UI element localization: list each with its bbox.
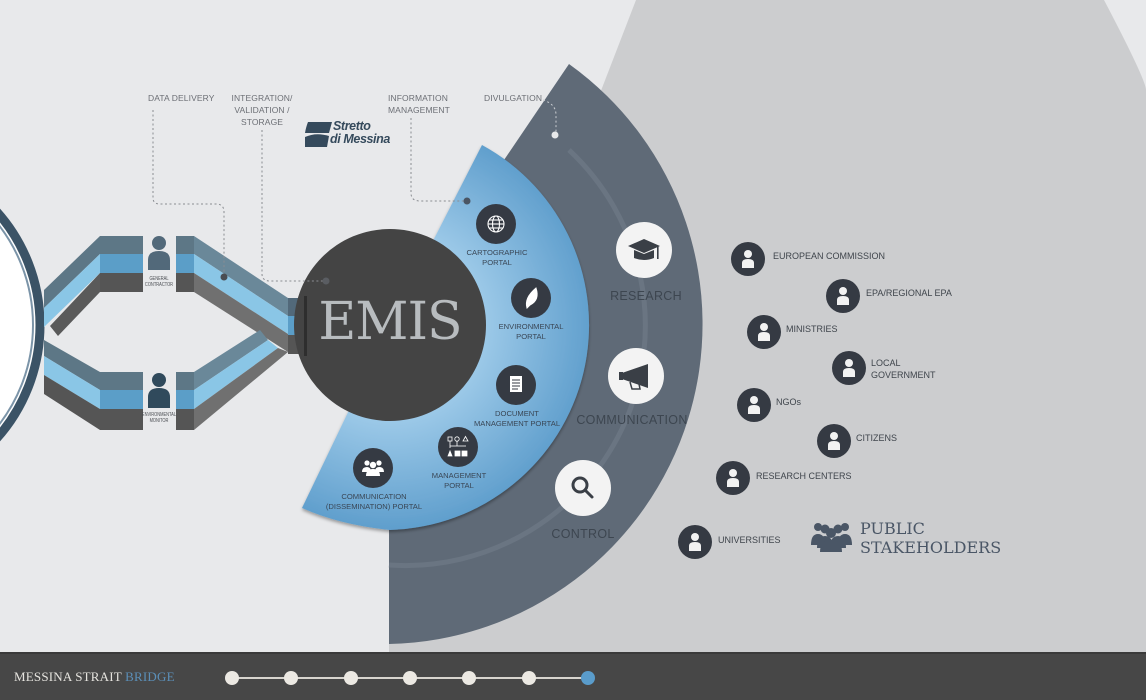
leaf-icon [525,287,538,309]
portal-label-line1: ENVIRONMENTAL [498,322,564,331]
general-contractor-icon [148,236,170,270]
stakeholder-ngos[interactable]: NGOs [776,397,802,407]
timeline-step[interactable] [580,671,595,685]
environmental-monitor-label: ENVIRONMENTAL MONITOR [142,412,176,424]
diagram-canvas [0,0,1146,652]
public-stakeholders-line1: PUBLIC [860,519,925,538]
integration-label-line1: INTEGRATION/ [231,93,293,103]
emis-core[interactable] [294,229,486,421]
integration-label-line3: STORAGE [240,117,284,127]
stakeholder-icons [678,242,866,559]
magnifier-icon [571,476,594,499]
diagram-stage: DATA DELIVERY INTEGRATION/ VALIDATION / … [0,0,1146,652]
information-label-line1: INFORMATION [388,93,448,103]
emis-title: EMIS [318,292,462,352]
portal-communication[interactable]: COMMUNICATION (DISSEMINATION) PORTAL [326,492,422,512]
document-icon [510,376,522,392]
stakeholder-european-commission[interactable]: EUROPEAN COMMISSION [773,251,886,261]
general-contractor-label: GENERAL CONTRACTOR [145,276,173,288]
person-icon [826,279,860,313]
timeline-step[interactable] [343,671,358,685]
person-icon [731,242,765,276]
person-icon [817,424,851,458]
stakeholder-local-government[interactable]: LOCAL GOVERNMENT [871,357,936,381]
stakeholder-research-centers[interactable]: RESEARCH CENTERS [756,471,852,481]
general-contractor-line1: GENERAL [149,276,169,282]
logo-line1: Stretto [333,119,371,133]
integration-label: INTEGRATION/ VALIDATION / STORAGE [228,92,296,128]
timeline-step[interactable] [225,671,239,685]
portal-cartographic[interactable]: CARTOGRAPHIC PORTAL [467,248,528,268]
integration-label-line2: VALIDATION / [234,105,290,115]
stretto-logo: Stretto di Messina [330,119,390,146]
stakeholder-label-line1: LOCAL [871,358,901,368]
flowchart-icon [447,435,469,457]
portal-label-line1: MANAGEMENT [431,471,487,480]
portal-document-management[interactable]: DOCUMENT MANAGEMENT PORTAL [474,409,560,429]
person-icon [737,388,771,422]
brand-main: MESSINA STRAIT [14,669,122,684]
leader-lines [152,99,557,282]
information-management-label: INFORMATION MANAGEMENT [388,92,450,116]
stakeholder-label-line2: GOVERNMENT [871,370,936,380]
portal-label-line1: COMMUNICATION [341,492,407,501]
timeline-step[interactable] [284,671,299,685]
public-stakeholders-line2: STAKEHOLDERS [860,538,1002,557]
data-delivery-label: DATA DELIVERY [148,93,215,103]
portal-label-line1: CARTOGRAPHIC [466,248,528,257]
person-icon [832,351,866,385]
portal-label-line2: PORTAL [516,332,546,341]
portal-label-line2: (DISSEMINATION) PORTAL [325,502,423,511]
footer-bar: MESSINA STRAIT BRIDGE [0,652,1146,700]
portal-management[interactable]: MANAGEMENT PORTAL [432,471,486,491]
stakeholder-citizens[interactable]: CITIZENS [856,433,898,443]
stakeholder-universities[interactable]: UNIVERSITIES [718,535,781,545]
environmental-monitor-line1: ENVIRONMENTAL [141,412,177,418]
stakeholder-ministries[interactable]: MINISTRIES [786,324,838,334]
timeline-step[interactable] [462,671,477,685]
timeline-step[interactable] [402,671,417,685]
person-icon [716,461,750,495]
footer-brand: MESSINA STRAIT BRIDGE [14,669,175,685]
timeline-step[interactable] [521,671,536,685]
environmental-monitor-line2: MONITOR [149,418,169,424]
logo-line2: di Messina [330,132,390,146]
service-research[interactable]: RESEARCH [610,289,682,303]
environmental-monitor-icon [148,373,170,408]
graduation-cap-icon [628,239,660,260]
public-stakeholders-icon [811,523,852,552]
information-label-line2: MANAGEMENT [388,105,450,115]
portal-label-line2: PORTAL [444,481,474,490]
portal-environmental[interactable]: ENVIRONMENTAL PORTAL [499,322,564,342]
service-control[interactable]: CONTROL [551,527,615,541]
stretto-logo-mark [305,122,332,147]
portal-label-line2: MANAGEMENT PORTAL [473,419,561,428]
person-icon [747,315,781,349]
stakeholder-epa[interactable]: EPA/REGIONAL EPA [866,288,952,298]
portal-label-line2: PORTAL [482,258,512,267]
person-icon [678,525,712,559]
brand-accent: BRIDGE [125,669,175,684]
general-contractor-line2: CONTRACTOR [144,282,174,288]
group-icon [362,460,384,476]
globe-icon [487,215,505,233]
divulgation-label: DIVULGATION [484,93,543,103]
megaphone-icon [619,364,648,390]
data-flow-bands [44,236,306,430]
origin-circle [0,208,45,442]
portal-label-line1: DOCUMENT [495,409,539,418]
service-communication[interactable]: COMMUNICATION [576,413,688,427]
services-ring-groove [388,148,648,569]
public-stakeholders-title: PUBLIC STAKEHOLDERS [860,519,1001,557]
